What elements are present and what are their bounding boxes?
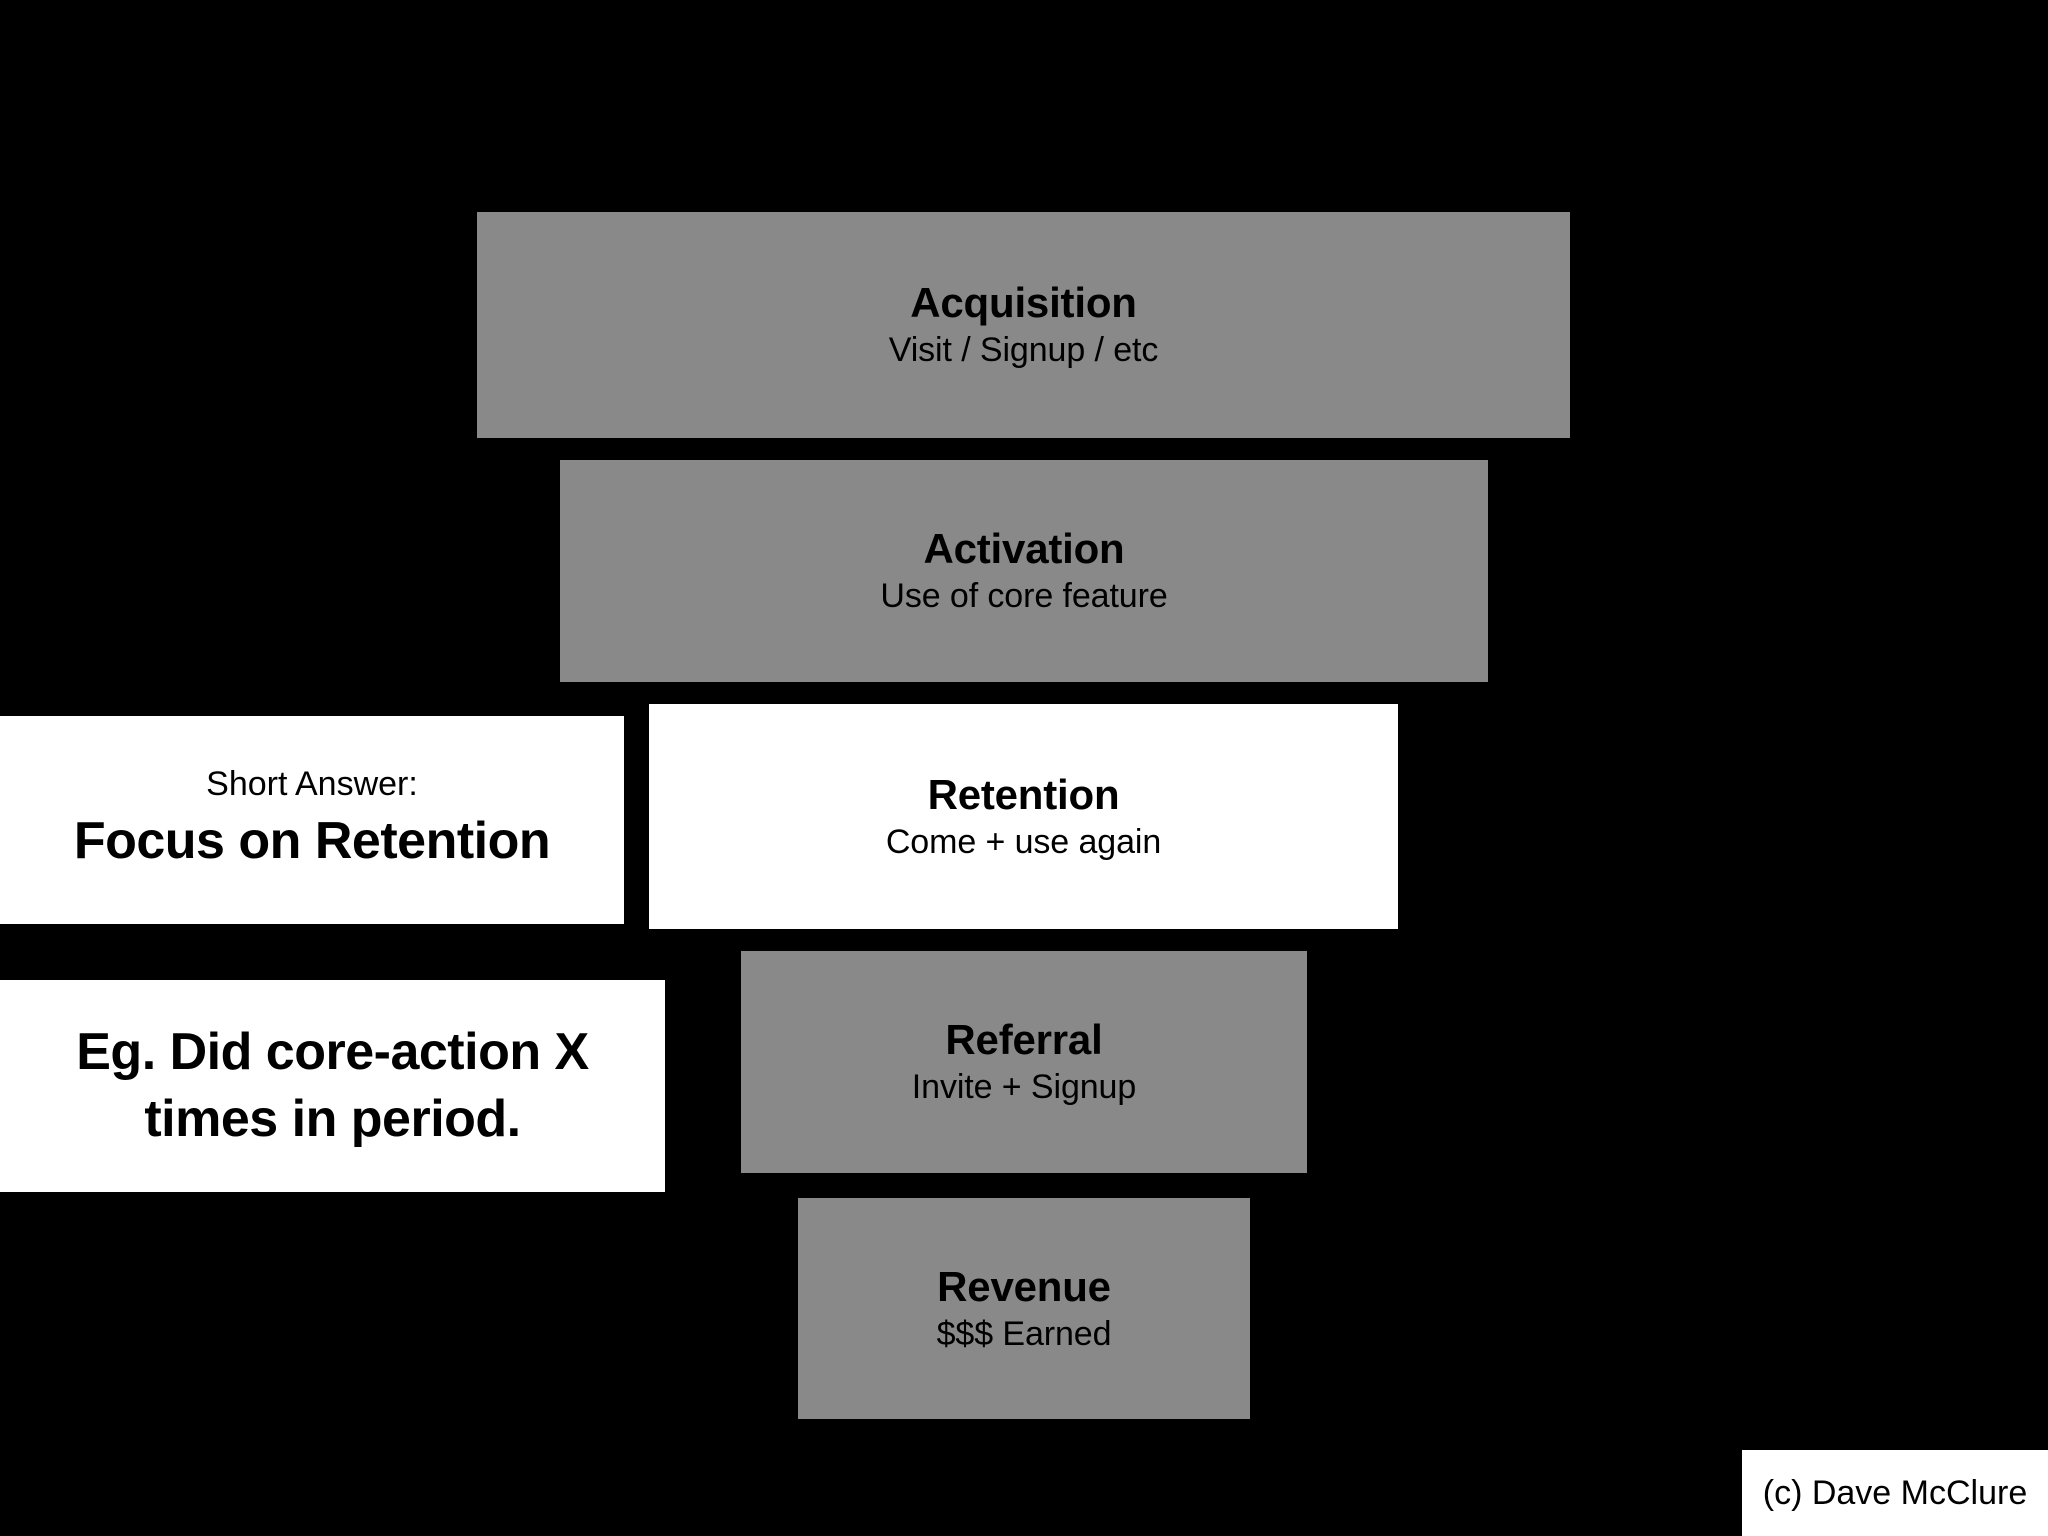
funnel-stage-retention: Retention Come + use again bbox=[649, 704, 1398, 929]
revenue-title: Revenue bbox=[937, 1262, 1111, 1310]
activation-text-stack: Activation Use of core feature bbox=[880, 526, 1167, 616]
acquisition-title: Acquisition bbox=[910, 279, 1137, 327]
copyright-credit: (c) Dave McClure bbox=[1742, 1450, 2048, 1536]
revenue-subtitle: $$$ Earned bbox=[936, 1314, 1112, 1353]
referral-title: Referral bbox=[945, 1016, 1103, 1064]
funnel-stage-revenue: Revenue $$$ Earned bbox=[798, 1198, 1250, 1419]
revenue-text-stack: Revenue $$$ Earned bbox=[936, 1262, 1112, 1354]
retention-subtitle: Come + use again bbox=[885, 822, 1162, 861]
activation-subtitle: Use of core feature bbox=[880, 577, 1168, 616]
callout-short-answer: Short Answer: Focus on Retention bbox=[0, 716, 624, 924]
callout-example-metric: Eg. Did core-action X times in period. bbox=[0, 980, 665, 1192]
callout-example-metric-main: Eg. Did core-action X times in period. bbox=[76, 1023, 589, 1148]
acquisition-subtitle: Visit / Signup / etc bbox=[888, 331, 1159, 370]
funnel-stage-referral: Referral Invite + Signup bbox=[741, 951, 1307, 1173]
activation-title: Activation bbox=[923, 525, 1125, 573]
copyright-credit-text: (c) Dave McClure bbox=[1762, 1473, 2028, 1512]
funnel-stage-acquisition: Acquisition Visit / Signup / etc bbox=[477, 212, 1570, 438]
retention-title: Retention bbox=[927, 770, 1120, 818]
referral-subtitle: Invite + Signup bbox=[911, 1068, 1137, 1107]
retention-text-stack: Retention Come + use again bbox=[885, 770, 1162, 862]
callout-short-answer-lead: Short Answer: bbox=[206, 765, 418, 804]
funnel-stage-activation: Activation Use of core feature bbox=[560, 460, 1488, 682]
acquisition-text-stack: Acquisition Visit / Signup / etc bbox=[889, 280, 1159, 370]
callout-short-answer-main: Focus on Retention bbox=[73, 812, 551, 871]
referral-text-stack: Referral Invite + Signup bbox=[912, 1017, 1136, 1107]
